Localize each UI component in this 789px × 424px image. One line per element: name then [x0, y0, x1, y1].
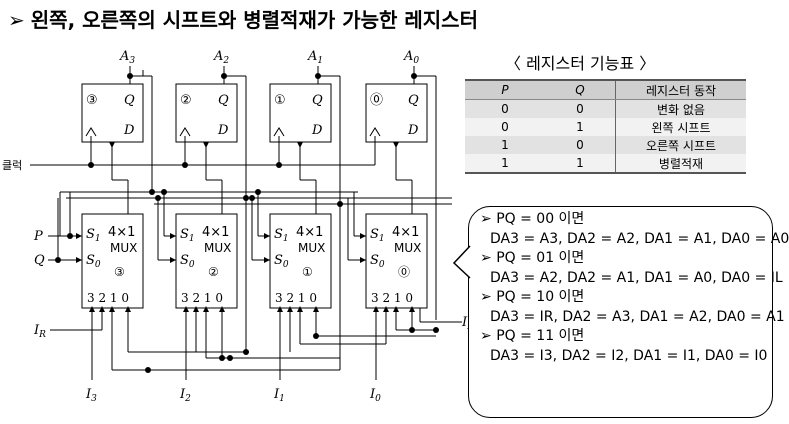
callout-pointer: [452, 245, 471, 279]
mux-3-pins: 3 2 1 0: [87, 291, 129, 305]
case-heading: PQ = 10 이면: [496, 289, 585, 305]
input-p-label: P: [33, 229, 43, 244]
case-equation: DA3 = IR, DA2 = A3, DA1 = A2, DA0 = A1: [490, 309, 785, 325]
mux-2-name: MUX: [204, 241, 231, 255]
mux-0-s0: S0: [370, 253, 385, 270]
mux-2-size: 4×1: [202, 225, 229, 240]
flipflop-3-number: ③: [86, 93, 98, 108]
header-q: Q: [545, 79, 616, 100]
mux-3-s0: S0: [86, 253, 101, 270]
cell-q: 0: [545, 136, 616, 154]
mux-1-name: MUX: [298, 241, 325, 255]
mux-1-s1: S1: [274, 227, 289, 244]
flipflop-3-d-label: D: [123, 123, 135, 138]
header-p: P: [465, 79, 545, 100]
case-list: ➢ PQ = 00 이면 DA3 = A3, DA2 = A2, DA1 = A…: [480, 210, 789, 366]
output-a3-label: A3: [119, 49, 135, 66]
case-arrow-icon: ➢: [480, 289, 492, 305]
flipflop-2-number: ②: [180, 93, 192, 108]
input-q-label: Q: [34, 253, 45, 268]
clock-label: 클럭: [2, 159, 22, 172]
input-i2-label: I2: [179, 387, 191, 404]
case-arrow-icon: ➢: [480, 250, 492, 266]
callout-bubble: [468, 206, 773, 418]
flipflop-2-q-label: Q: [218, 93, 229, 108]
cell-operation: 변화 없음: [615, 99, 746, 118]
flipflop-0-d-label: D: [407, 123, 419, 138]
cell-p: 0: [465, 118, 545, 136]
case-heading: PQ = 00 이면: [496, 211, 585, 227]
case-item: ➢ PQ = 10 이면 DA3 = IR, DA2 = A3, DA1 = A…: [480, 288, 789, 327]
case-item: ➢ PQ = 01 이면 DA3 = A2, DA2 = A1, DA1 = A…: [480, 249, 789, 288]
output-a1-label: A1: [307, 49, 323, 66]
cell-q: 1: [545, 154, 616, 174]
mux-0-number: ⓪: [398, 265, 410, 279]
function-table-title: 〈 레지스터 기능표 〉: [505, 54, 656, 73]
case-equation: DA3 = I3, DA2 = I2, DA1 = I1, DA0 = I0: [490, 348, 768, 364]
flipflop-0-q-label: Q: [408, 93, 419, 108]
table-row: 0 1 왼쪽 시프트: [465, 118, 746, 136]
flipflop-2-d-label: D: [217, 123, 229, 138]
flipflop-3-q-label: Q: [124, 93, 135, 108]
input-i3-label: I3: [85, 387, 97, 404]
title-arrow-icon: ➢: [8, 8, 25, 32]
mux-2-s0: S0: [180, 253, 195, 270]
cell-p: 1: [465, 136, 545, 154]
mux-1-size: 4×1: [296, 225, 323, 240]
cell-q: 1: [545, 118, 616, 136]
case-item: ➢ PQ = 00 이면 DA3 = A3, DA2 = A2, DA1 = A…: [480, 210, 789, 249]
mux-1-number: ①: [302, 265, 313, 279]
input-i0-label: I0: [369, 387, 381, 404]
mux-0-s1: S1: [370, 227, 385, 244]
cell-q: 0: [545, 99, 616, 118]
mux-3-size: 4×1: [108, 225, 135, 240]
table-row: 1 0 오른쪽 시프트: [465, 136, 746, 154]
case-equation: DA3 = A2, DA2 = A1, DA1 = A0, DA0 = IL: [490, 270, 783, 286]
cell-p: 0: [465, 99, 545, 118]
header-operation: 레지스터 동작: [615, 79, 746, 100]
table-row: 0 0 변화 없음: [465, 99, 746, 118]
case-arrow-icon: ➢: [480, 211, 492, 227]
function-table: P Q 레지스터 동작 0 0 변화 없음 0 1 왼쪽 시프트 1 0 오른쪽…: [465, 79, 746, 174]
mux-0-size: 4×1: [392, 225, 419, 240]
mux-1-s0: S0: [274, 253, 289, 270]
mux-2-number: ②: [208, 265, 219, 279]
input-ir-label: IR: [33, 323, 46, 340]
table-row: 1 1 병렬적재: [465, 154, 746, 174]
case-equation: DA3 = A3, DA2 = A2, DA1 = A1, DA0 = A0: [490, 231, 789, 247]
cell-p: 1: [465, 154, 545, 174]
cell-operation: 오른쪽 시프트: [615, 136, 746, 154]
case-arrow-icon: ➢: [480, 328, 492, 344]
title-text: 왼쪽, 오른쪽의 시프트와 병렬적재가 가능한 레지스터: [30, 8, 478, 32]
case-heading: PQ = 11 이면: [496, 328, 585, 344]
output-a0-label: A0: [403, 49, 419, 66]
page-title: ➢왼쪽, 오른쪽의 시프트와 병렬적재가 가능한 레지스터: [8, 4, 478, 33]
function-table-header: P Q 레지스터 동작: [465, 79, 746, 100]
mux-1-pins: 3 2 1 0: [275, 291, 317, 305]
flipflop-1-q-label: Q: [312, 93, 323, 108]
mux-2-pins: 3 2 1 0: [181, 291, 223, 305]
mux-3-s1: S1: [86, 227, 101, 244]
cell-operation: 병렬적재: [615, 154, 746, 174]
flipflop-0-number: ⓪: [370, 93, 383, 108]
mux-0-pins: 3 2 1 0: [371, 291, 413, 305]
flipflop-1-d-label: D: [311, 123, 323, 138]
output-a2-label: A2: [213, 49, 229, 66]
input-i1-label: I1: [273, 387, 285, 404]
mux-3-name: MUX: [110, 241, 137, 255]
case-heading: PQ = 01 이면: [496, 250, 585, 266]
flipflop-1-number: ①: [274, 93, 286, 108]
cell-operation: 왼쪽 시프트: [615, 118, 746, 136]
mux-0-name: MUX: [394, 241, 421, 255]
case-item: ➢ PQ = 11 이면 DA3 = I3, DA2 = I2, DA1 = I…: [480, 327, 789, 366]
mux-3-number: ③: [114, 265, 125, 279]
mux-2-s1: S1: [180, 227, 195, 244]
register-circuit-diagram: A3 A2 A1 A0 ③ Q D ② Q D ① Q D ⓪ Q D 클럭 P…: [2, 49, 473, 404]
